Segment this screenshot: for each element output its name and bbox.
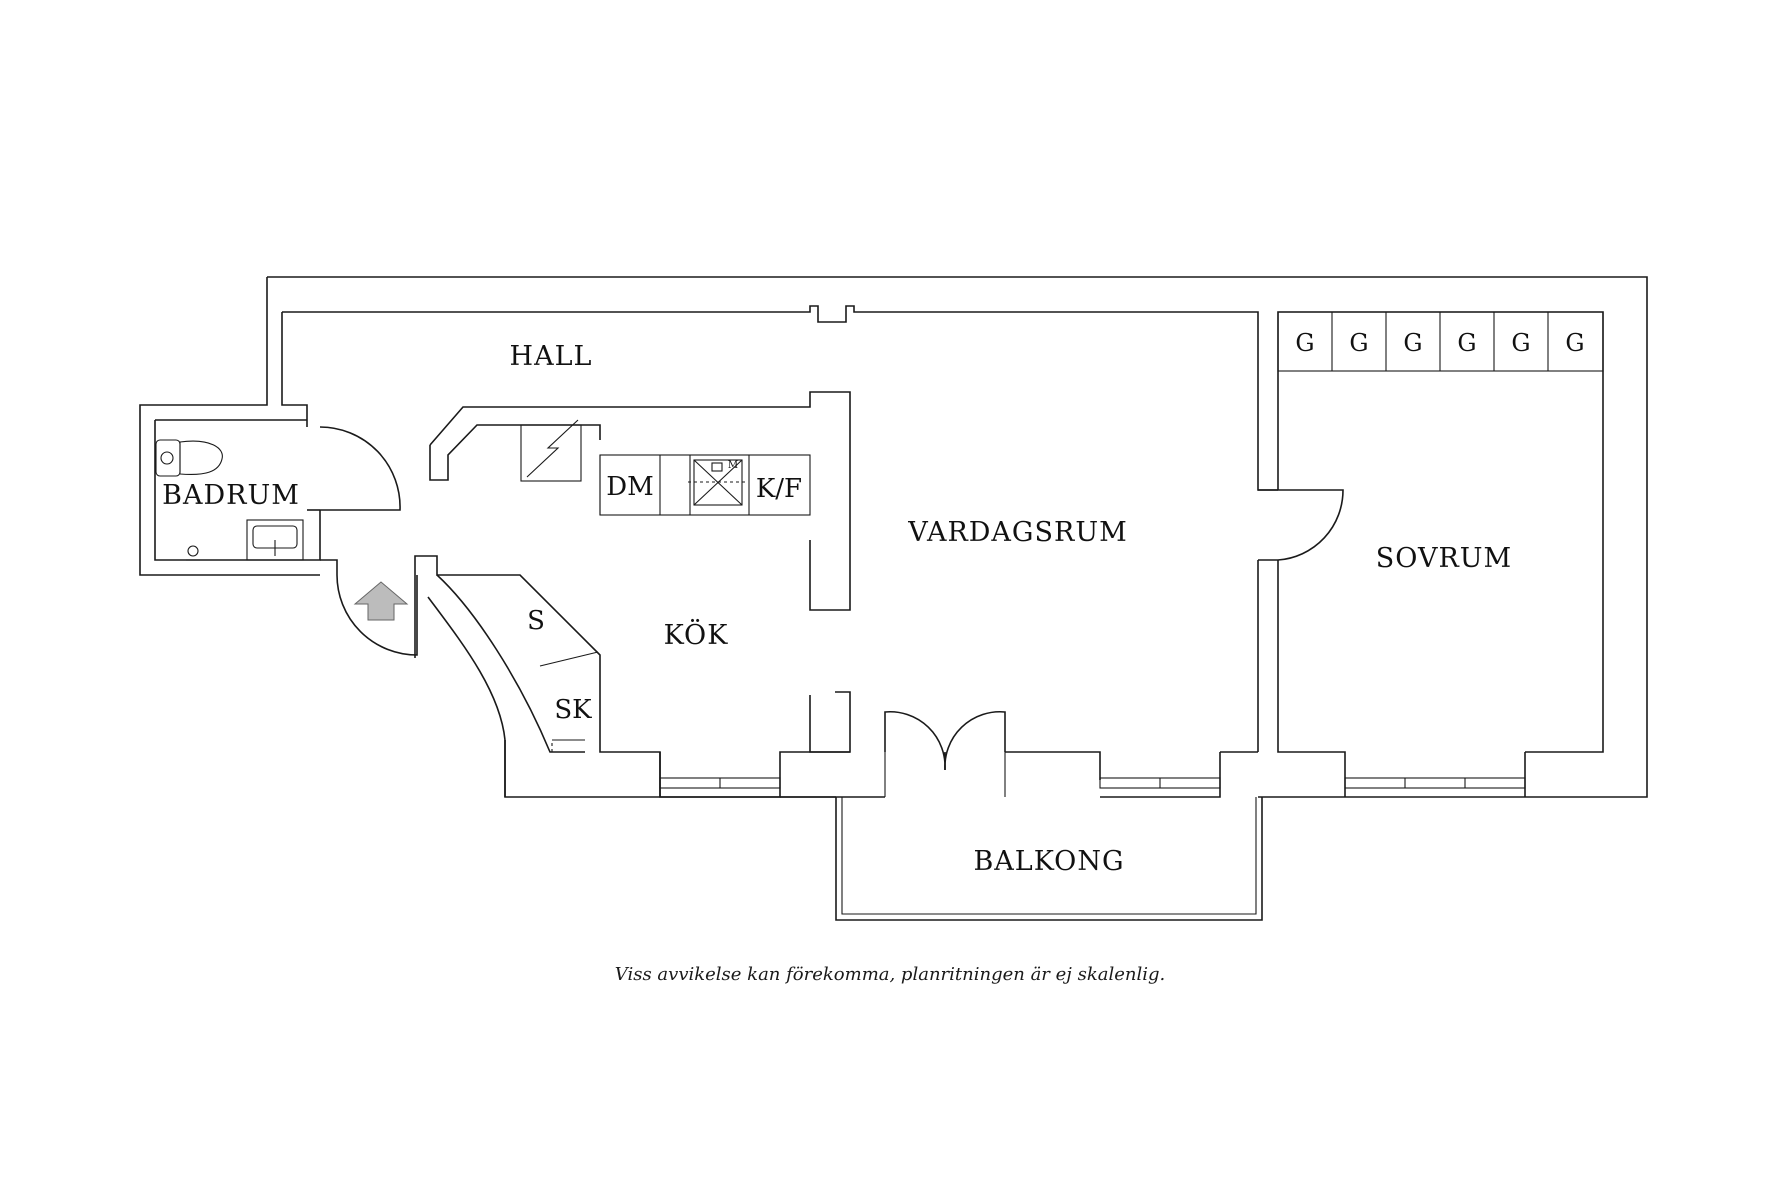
kitchen-counter bbox=[520, 419, 811, 516]
storage-label: S bbox=[527, 606, 545, 636]
closet-label: SK bbox=[554, 695, 592, 725]
dishwasher-label: DM bbox=[606, 472, 653, 502]
entrance-arrow-icon bbox=[353, 581, 409, 621]
toilet-icon bbox=[155, 439, 223, 477]
wardrobe-label: G bbox=[1511, 329, 1530, 357]
windows bbox=[659, 777, 1526, 789]
fridge-freezer-label: K/F bbox=[756, 474, 802, 504]
stove-icon bbox=[688, 459, 748, 506]
storage-closet bbox=[539, 651, 599, 752]
wardrobe-label: G bbox=[1403, 329, 1422, 357]
room-label-hall: HALL bbox=[510, 341, 593, 372]
wardrobe-label: G bbox=[1565, 329, 1584, 357]
room-label-vardagsrum: VARDAGSRUM bbox=[907, 517, 1127, 548]
floor-drain-icon bbox=[186, 545, 200, 561]
room-label-kok: KÖK bbox=[664, 617, 729, 651]
wardrobe-label: G bbox=[1349, 329, 1368, 357]
stove-mark-label: M bbox=[728, 460, 738, 471]
sink-icon bbox=[246, 519, 304, 561]
wardrobe-label: G bbox=[1295, 329, 1314, 357]
room-label-badrum: BADRUM bbox=[162, 480, 300, 511]
wardrobe-label: G bbox=[1457, 329, 1476, 357]
doors bbox=[319, 426, 1344, 797]
disclaimer-caption: Viss avvikelse kan förekomma, planritnin… bbox=[614, 964, 1166, 985]
room-label-sovrum: SOVRUM bbox=[1376, 543, 1512, 574]
room-label-balkong: BALKONG bbox=[973, 846, 1124, 877]
wardrobe-row bbox=[1277, 311, 1604, 372]
